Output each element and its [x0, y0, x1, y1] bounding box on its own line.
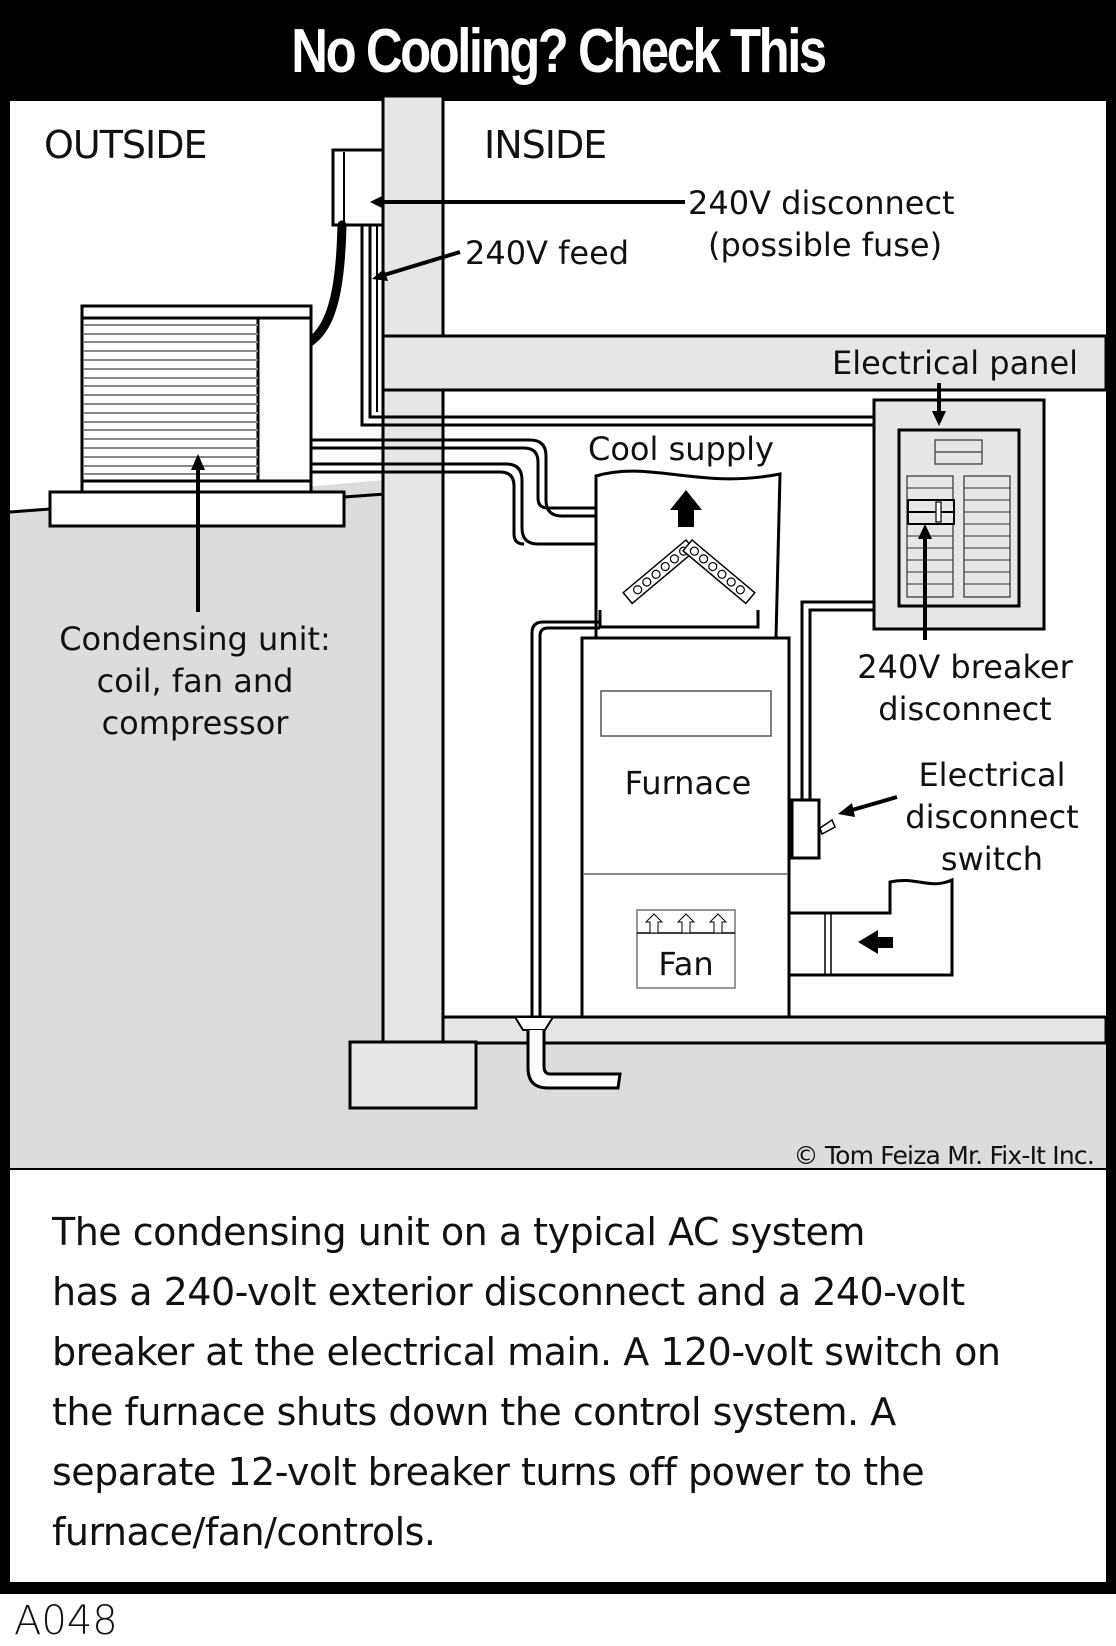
ground-line [9, 507, 51, 514]
switch-label-line2: disconnect [905, 798, 1078, 836]
feed-wire-inner [368, 225, 876, 419]
copyright-text: © Tom Feiza Mr. Fix-It Inc. [794, 1141, 1095, 1170]
outside-label: OUTSIDE [44, 123, 207, 167]
basement-floor-slab [383, 1015, 1108, 1045]
breaker-label-line1: 240V breaker [857, 648, 1073, 686]
floor-drain [513, 1016, 555, 1031]
caption-line: has a 240-volt exterior disconnect and a… [52, 1270, 965, 1314]
evaporator-coil [622, 538, 756, 605]
caption-text: The condensing unit on a typical AC syst… [52, 1202, 1092, 1562]
feed-wire-outer [360, 225, 876, 427]
left-arrow-icon [858, 930, 893, 954]
exterior-disconnect-box [331, 148, 385, 227]
240v-feed-label: 240V feed [465, 234, 629, 272]
electrical-panel [872, 398, 1046, 631]
cool-supply-plenum [594, 469, 782, 640]
leader-arrows [191, 195, 946, 817]
refrigerant-lines [311, 438, 596, 546]
drain-pan [598, 610, 760, 629]
condensing-unit-label-line2: coil, fan and [97, 662, 294, 700]
airflow-arrows-icon [644, 913, 728, 934]
coil-fins [84, 324, 258, 475]
switch-label-line1: Electrical [918, 756, 1065, 794]
ground-line-right [343, 492, 386, 499]
furnace [580, 636, 791, 1019]
title-bar: No Cooling? Check This [0, 0, 1116, 96]
furnace-label: Furnace [625, 764, 752, 802]
electrical-panel-label: Electrical panel [832, 344, 1078, 382]
condensate-drain-line [530, 620, 600, 1016]
caption-line: breaker at the electrical main. A 120-vo… [52, 1330, 1001, 1374]
fan-label: Fan [658, 945, 713, 983]
foundation-wall [381, 94, 445, 1048]
ac-system-diagram: OUTSIDE INSIDE 240V disconnect (possible… [0, 91, 1116, 1170]
wall-footing [348, 1040, 478, 1110]
up-arrow-icon [670, 490, 702, 527]
floor-joist [381, 334, 1108, 392]
switch-toggle [819, 818, 836, 836]
cool-supply-label: Cool supply [588, 430, 774, 468]
switch-wire [800, 600, 874, 800]
furnace-panel [600, 690, 772, 737]
240v-disconnect-label: 240V disconnect [688, 184, 955, 222]
return-duct [787, 877, 954, 977]
caption-box: The condensing unit on a typical AC syst… [0, 1170, 1116, 1594]
page-title: No Cooling? Check This [291, 17, 827, 86]
drain-pipe [526, 1030, 622, 1090]
caption-line: separate 12-volt breaker turns off power… [52, 1450, 925, 1494]
basement-floor-ground [385, 1043, 1106, 1168]
switch-label-line3: switch [941, 840, 1043, 878]
breaker-label-line2: disconnect [878, 690, 1051, 728]
caption-line: furnace/fan/controls. [52, 1510, 436, 1554]
caption-line: the furnace shuts down the control syste… [52, 1390, 896, 1434]
illustration-code: A048 [14, 1598, 118, 1644]
condensing-unit-label-line3: compressor [102, 704, 290, 742]
outside-ground [10, 480, 385, 1168]
condensing-unit-label-line1: Condensing unit: [59, 620, 331, 658]
240v-disconnect-note: (possible fuse) [708, 226, 942, 264]
240v-breaker [907, 499, 955, 525]
caption-line: The condensing unit on a typical AC syst… [52, 1210, 865, 1254]
condensing-unit [80, 304, 313, 494]
electrical-disconnect-switch [790, 798, 821, 860]
inside-label: INSIDE [484, 123, 606, 167]
